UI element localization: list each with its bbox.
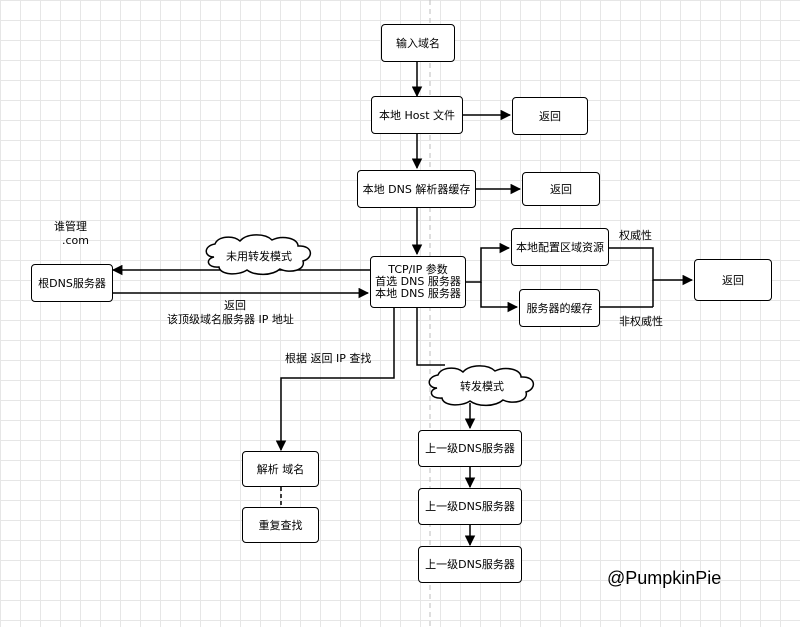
upper-dns-server-label-2: 上一级DNS服务器 bbox=[425, 500, 515, 513]
upper-dns-server-label-3: 上一级DNS服务器 bbox=[425, 558, 515, 571]
local-zone-resource-label: 本地配置区域资源 bbox=[516, 240, 604, 254]
preferred-dns-label: 首选 DNS 服务器 bbox=[375, 275, 461, 288]
upper-dns-server-node-2[interactable]: 上一级DNS服务器 bbox=[418, 488, 522, 525]
return-node-final[interactable]: 返回 bbox=[694, 259, 772, 301]
who-manages-label: 谁管理 bbox=[54, 220, 87, 233]
server-cache-node[interactable]: 服务器的缓存 bbox=[519, 289, 600, 327]
local-dns-server-label: 本地 DNS 服务器 bbox=[375, 287, 461, 300]
return-label-cache: 返回 bbox=[550, 182, 572, 196]
edge-tcpip-to-resolve bbox=[275, 308, 395, 452]
local-dns-cache-label: 本地 DNS 解析器缓存 bbox=[362, 182, 471, 196]
local-zone-resource-node[interactable]: 本地配置区域资源 bbox=[511, 228, 609, 266]
server-cache-label: 服务器的缓存 bbox=[526, 301, 593, 315]
edge-zone-to-return bbox=[609, 247, 694, 286]
local-dns-cache-node[interactable]: 本地 DNS 解析器缓存 bbox=[357, 170, 476, 208]
forward-mode-label: 转发模式 bbox=[460, 380, 504, 393]
local-host-file-node[interactable]: 本地 Host 文件 bbox=[371, 96, 463, 134]
return-label-host: 返回 bbox=[539, 109, 561, 123]
non-authoritative-label: 非权威性 bbox=[619, 315, 663, 328]
cloud-shape-no-forward bbox=[205, 234, 311, 276]
resolve-domain-node[interactable]: 解析 域名 bbox=[242, 451, 319, 487]
upper-dns-server-node-1[interactable]: 上一级DNS服务器 bbox=[418, 430, 522, 467]
authoritative-label: 权威性 bbox=[619, 229, 652, 242]
no-forward-mode-label: 未用转发模式 bbox=[226, 250, 292, 263]
repeat-lookup-label: 重复查找 bbox=[258, 518, 303, 532]
dot-com-label: .com bbox=[62, 234, 89, 247]
edge-tcpip-to-forward bbox=[416, 308, 445, 366]
upper-dns-server-label-1: 上一级DNS服务器 bbox=[425, 442, 515, 455]
return-node-host[interactable]: 返回 bbox=[512, 97, 588, 135]
lookup-by-returned-ip-label: 根据 返回 IP 查找 bbox=[285, 352, 372, 365]
input-domain-label: 输入域名 bbox=[396, 36, 440, 50]
input-domain-node[interactable]: 输入域名 bbox=[381, 24, 455, 62]
cloud-shape-forward bbox=[428, 365, 534, 407]
root-dns-server-label: 根DNS服务器 bbox=[38, 276, 106, 290]
author-watermark: @PumpkinPie bbox=[607, 568, 722, 588]
return-label-final: 返回 bbox=[722, 273, 744, 287]
return-node-cache[interactable]: 返回 bbox=[522, 172, 600, 206]
tld-server-ip-label: 该顶级域名服务器 IP 地址 bbox=[167, 313, 294, 326]
edge-tcpip-to-server-cache bbox=[480, 282, 519, 313]
root-dns-server-node[interactable]: 根DNS服务器 bbox=[31, 264, 113, 302]
upper-dns-server-node-3[interactable]: 上一级DNS服务器 bbox=[418, 546, 522, 583]
local-host-file-label: 本地 Host 文件 bbox=[378, 108, 456, 122]
return-tld-label: 返回 bbox=[224, 299, 246, 312]
tcpip-params-label: TCP/IP 参数 bbox=[388, 263, 448, 276]
tcpip-dns-node[interactable]: TCP/IP 参数 首选 DNS 服务器 本地 DNS 服务器 bbox=[370, 256, 466, 308]
edge-tcpip-to-zone bbox=[466, 242, 511, 283]
repeat-lookup-node[interactable]: 重复查找 bbox=[242, 507, 319, 543]
resolve-domain-label: 解析 域名 bbox=[256, 462, 305, 476]
